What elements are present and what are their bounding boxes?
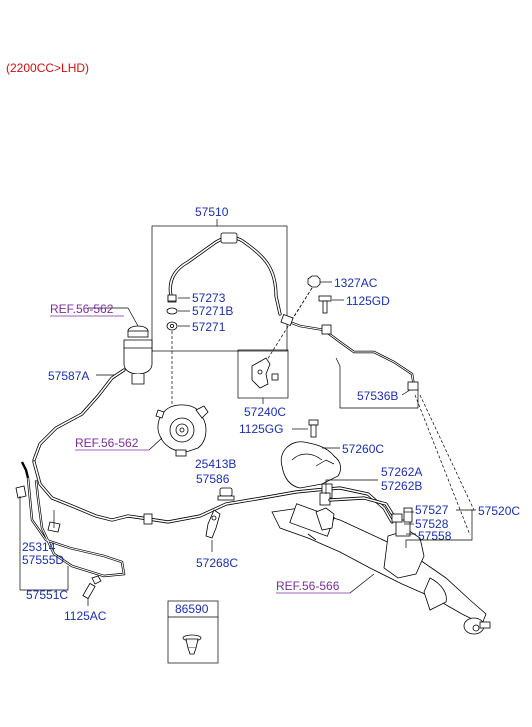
bolt-1125GG[interactable] [308,419,319,438]
part-label-86590[interactable]: 86590 [175,602,209,616]
part-label-57240C[interactable]: 57240C [244,405,286,419]
part-label-57586[interactable]: 57586 [196,472,230,486]
bolt-1125AC[interactable] [82,575,102,600]
hose-group-box [151,225,288,352]
part-label-57510[interactable]: 57510 [195,205,229,219]
oil-reservoir[interactable] [123,325,153,385]
part-label-1125GG[interactable]: 1125GG [239,422,283,436]
bolt-1125GD[interactable] [318,295,332,314]
part-label-57587A[interactable]: 57587A [48,369,89,383]
pressure-hose-57510[interactable] [167,232,282,316]
nut-1327AC[interactable] [307,275,321,288]
return-hose-line[interactable] [32,460,394,525]
part-label-57551C[interactable]: 57551C [26,588,68,602]
clamp-57586[interactable] [217,487,235,501]
part-label-57558[interactable]: 57558 [418,529,452,543]
part-label-57520C[interactable]: 57520C [478,504,520,518]
part-label-57528[interactable]: 57528 [415,517,449,531]
part-label-1125GD[interactable]: 1125GD [346,294,390,308]
part-label-57527[interactable]: 57527 [415,503,449,517]
part-label-57273[interactable]: 57273 [192,291,226,305]
return-tube-57536B[interactable] [280,314,419,391]
part-label-57268C[interactable]: 57268C [196,556,238,570]
feed-hose-57527[interactable] [328,496,403,523]
steering-gear-box[interactable] [271,503,491,635]
part-label-57555D[interactable]: 57555D [22,553,64,567]
part-label-57271B[interactable]: 57271B [192,304,233,318]
part-label-57260C[interactable]: 57260C [342,442,384,456]
bracket-57240C[interactable] [251,357,279,389]
part-label-57536B[interactable]: 57536B [357,389,398,403]
hose-fittings[interactable] [166,294,178,331]
ref-link-56-566[interactable]: REF.56-566 [276,579,340,593]
part-label-1125AC[interactable]: 1125AC [64,609,107,623]
part-label-57271[interactable]: 57271 [192,320,226,334]
ref-link-56-562-pump[interactable]: REF.56-562 [75,436,139,450]
engine-variant-label: (2200CC>LHD) [6,61,89,75]
part-label-57262B[interactable]: 57262B [381,479,422,493]
clamp-57262[interactable] [319,492,331,506]
suction-hose[interactable] [32,368,126,462]
clip-86590-box [167,600,219,664]
part-label-25314[interactable]: 25314 [22,540,56,554]
part-label-25413B[interactable]: 25413B [195,457,236,471]
heat-shield-57260C[interactable] [280,441,342,489]
bracket-57268C[interactable] [205,509,221,539]
part-label-1327AC[interactable]: 1327AC [334,276,378,290]
clip-86590[interactable] [182,634,202,655]
part-label-57262A[interactable]: 57262A [381,465,422,479]
cooler-tube-57555D[interactable] [20,461,126,578]
ref-link-56-562-reservoir[interactable]: REF.56-562 [50,302,114,316]
power-steering-pump[interactable] [155,404,209,457]
